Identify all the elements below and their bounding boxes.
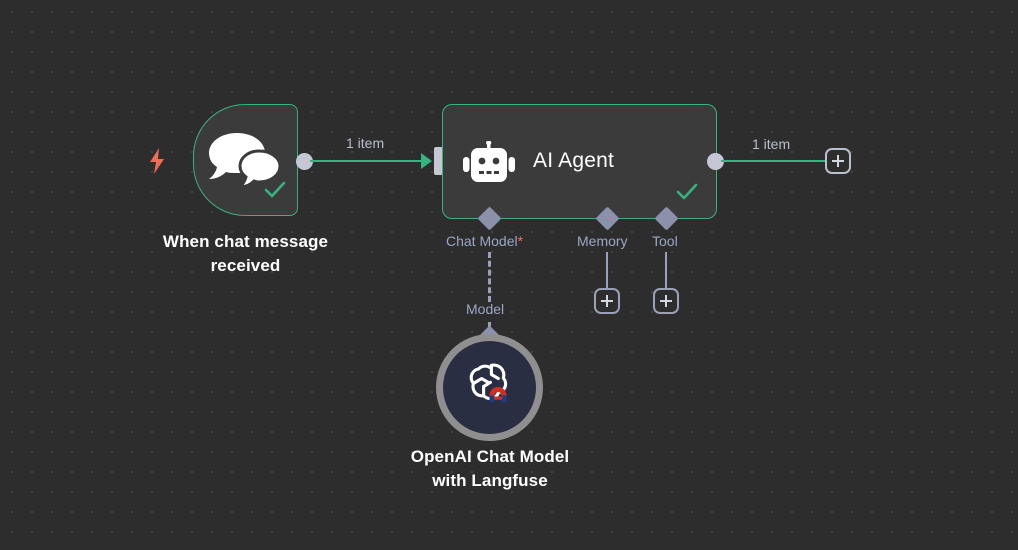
chat-model-required-star: * xyxy=(517,233,524,249)
node-ai-agent[interactable]: AI Agent xyxy=(442,104,717,219)
chat-model-label-text: Chat Model xyxy=(446,233,518,249)
agent-input-port[interactable] xyxy=(434,147,443,175)
trigger-node-label: When chat message received xyxy=(162,232,329,275)
langfuse-magnet-icon xyxy=(489,386,506,402)
chat-model-port-label: Chat Model* xyxy=(446,233,523,249)
connection-agent-to-model-upper[interactable] xyxy=(488,252,491,302)
trigger-success-check-icon xyxy=(264,181,286,199)
connection-tool-branch[interactable] xyxy=(665,252,667,294)
model-node-label: OpenAI Chat Model with Langfuse xyxy=(410,447,570,490)
chat-bubbles-icon xyxy=(207,131,285,191)
model-connection-label: Model xyxy=(466,301,505,317)
trigger-output-port[interactable] xyxy=(296,153,313,170)
node-openai-chat-model-with-langfuse[interactable] xyxy=(436,334,543,441)
lightning-bolt-icon xyxy=(148,148,166,174)
connection-label-agent-output: 1 item xyxy=(752,136,791,152)
tool-port-label: Tool xyxy=(652,233,678,249)
node-when-chat-message-received[interactable] xyxy=(193,104,298,216)
add-memory-node-button[interactable] xyxy=(594,288,620,314)
add-output-node-button[interactable] xyxy=(825,148,851,174)
ai-agent-title: AI Agent xyxy=(533,149,614,172)
agent-success-check-icon xyxy=(676,183,698,201)
agent-input-arrow-icon xyxy=(421,153,432,169)
connection-memory-branch[interactable] xyxy=(606,252,608,294)
openai-logo-icon xyxy=(463,361,517,415)
robot-icon xyxy=(463,140,515,185)
tool-label-text: Tool xyxy=(652,233,678,249)
connection-agent-to-add[interactable] xyxy=(721,160,825,162)
memory-port-label: Memory xyxy=(577,233,628,249)
connection-label-trigger-to-agent: 1 item xyxy=(346,135,385,151)
add-tool-node-button[interactable] xyxy=(653,288,679,314)
agent-output-port[interactable] xyxy=(707,153,724,170)
connection-trigger-to-agent[interactable] xyxy=(310,160,422,162)
